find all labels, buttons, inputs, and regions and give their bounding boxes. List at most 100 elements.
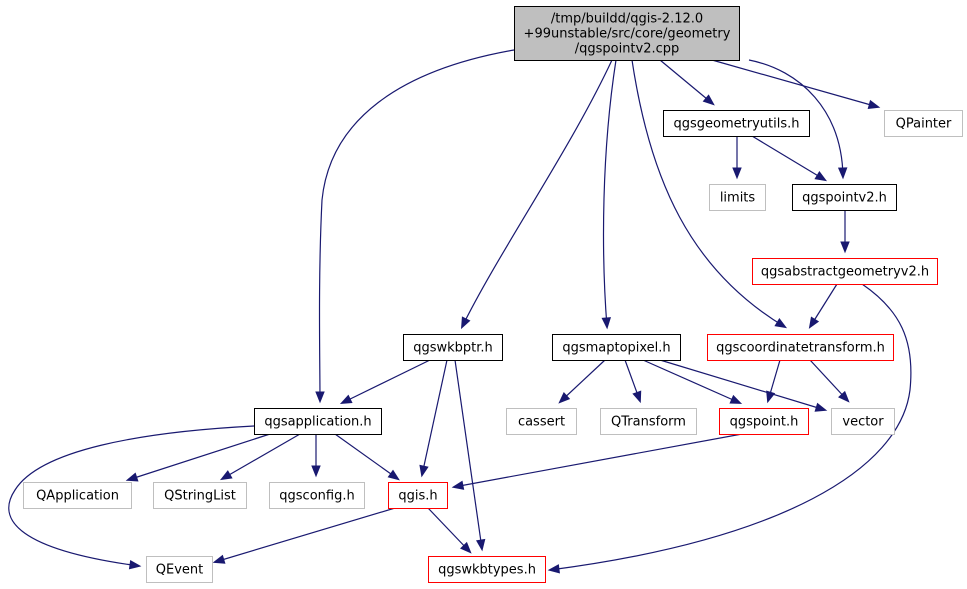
arrowhead-icon bbox=[451, 480, 465, 490]
node-label: qgsapplication.h bbox=[264, 415, 371, 430]
node-label: qgsconfig.h bbox=[279, 489, 354, 504]
edge-line bbox=[341, 359, 431, 404]
edge-qgsgeometryutils-to-qgspointv2 bbox=[751, 135, 828, 182]
arrowhead-icon bbox=[387, 469, 400, 481]
edge-qgspointv2-to-qgsabstractgeometryv2 bbox=[840, 210, 850, 254]
edge-qgsapplication-to-qapplication bbox=[125, 433, 271, 482]
edge-line bbox=[602, 59, 617, 328]
arrowhead-icon bbox=[460, 541, 472, 554]
node-qtransform[interactable]: QTransform bbox=[600, 408, 697, 435]
edge-qgsgeometryutils-to-limits bbox=[732, 136, 742, 180]
node-box bbox=[23, 482, 132, 509]
arrowhead-icon bbox=[547, 564, 560, 574]
edge-line bbox=[214, 507, 396, 563]
node-label: qgis.h bbox=[398, 489, 437, 504]
nodes-layer: /tmp/buildd/qgis-2.12.0+99unstable/src/c… bbox=[23, 6, 963, 583]
node-label: QApplication bbox=[36, 489, 119, 504]
node-box bbox=[146, 556, 213, 583]
edge-line bbox=[711, 59, 879, 108]
node-box bbox=[707, 334, 894, 361]
node-qgspointv2[interactable]: qgspointv2.h bbox=[792, 184, 897, 211]
node-box bbox=[663, 110, 810, 137]
arrowhead-icon bbox=[766, 390, 776, 404]
edge-qgscoordinatetransform-to-vector bbox=[809, 359, 850, 403]
edge-line bbox=[559, 359, 606, 403]
node-qgspoint[interactable]: qgspoint.h bbox=[719, 408, 809, 435]
edge-line bbox=[427, 507, 471, 553]
node-label: qgsabstractgeometryv2.h bbox=[761, 265, 929, 280]
edge-qgsapplication-to-qgsconfig bbox=[311, 434, 321, 478]
node-box bbox=[792, 184, 897, 211]
node-vector[interactable]: vector bbox=[831, 408, 895, 435]
edge-root-to-qgsmaptopixel bbox=[601, 59, 617, 330]
arrowhead-icon bbox=[601, 317, 611, 330]
node-qstringlist[interactable]: QStringList bbox=[153, 482, 247, 509]
node-label: qgscoordinatetransform.h bbox=[716, 341, 885, 356]
arrowhead-icon bbox=[632, 390, 642, 404]
node-label: QEvent bbox=[156, 563, 203, 578]
node-label: qgswkbptr.h bbox=[413, 341, 493, 356]
node-label: +99unstable/src/core/geometry bbox=[524, 27, 731, 42]
node-cassert[interactable]: cassert bbox=[506, 408, 577, 435]
arrowhead-icon bbox=[219, 470, 233, 481]
edge-root-to-qgscoordinatetransform bbox=[631, 59, 788, 329]
edge-qgswkbptr-to-qgswkbtypes bbox=[454, 359, 486, 552]
edge-root-to-qgsapplication bbox=[315, 49, 515, 404]
arrowhead-icon bbox=[729, 394, 743, 404]
arrowhead-icon bbox=[339, 394, 353, 404]
arrowhead-icon bbox=[212, 554, 226, 564]
edge-line bbox=[642, 359, 741, 404]
edge-qgsapplication-to-qevent bbox=[8, 425, 255, 570]
node-qevent[interactable]: QEvent bbox=[146, 556, 213, 583]
node-box bbox=[388, 482, 448, 509]
edge-qgsmaptopixel-to-cassert bbox=[558, 359, 606, 404]
node-qgsapplication[interactable]: qgsapplication.h bbox=[254, 408, 382, 435]
node-box bbox=[403, 334, 503, 361]
edge-qgsabstractgeometryv2-to-qgscoordinatetransform bbox=[808, 283, 838, 329]
node-label: qgspointv2.h bbox=[802, 191, 887, 206]
node-label: QTransform bbox=[611, 415, 686, 430]
node-qapplication[interactable]: QApplication bbox=[23, 482, 132, 509]
node-qgswkbptr[interactable]: qgswkbptr.h bbox=[403, 334, 503, 361]
node-label: limits bbox=[720, 191, 756, 206]
node-box bbox=[600, 408, 697, 435]
node-qgsmaptopixel[interactable]: qgsmaptopixel.h bbox=[552, 334, 681, 361]
node-label: /qgspointv2.cpp bbox=[575, 42, 680, 57]
node-box bbox=[514, 6, 740, 61]
node-qgscoordinatetransform[interactable]: qgscoordinatetransform.h bbox=[707, 334, 894, 361]
edge-qgswkbptr-to-qgis bbox=[419, 359, 448, 478]
node-label: cassert bbox=[518, 415, 565, 430]
node-box bbox=[831, 408, 895, 435]
edge-qgswkbptr-to-qgsapplication bbox=[339, 359, 431, 404]
node-label: qgspoint.h bbox=[730, 415, 799, 430]
edge-line bbox=[8, 425, 255, 567]
arrowhead-icon bbox=[732, 167, 742, 180]
node-qgis[interactable]: qgis.h bbox=[388, 482, 448, 509]
node-label: qgsmaptopixel.h bbox=[562, 341, 670, 356]
arrowhead-icon bbox=[702, 94, 715, 106]
edge-root-to-qpainter bbox=[711, 59, 881, 109]
edge-qgis-to-qevent bbox=[212, 507, 396, 564]
node-label: vector bbox=[842, 415, 884, 430]
node-label: qgswkbtypes.h bbox=[438, 563, 536, 578]
edge-line bbox=[659, 59, 714, 105]
node-box bbox=[552, 334, 681, 361]
edge-line bbox=[659, 359, 826, 411]
node-qgsgeometryutils[interactable]: qgsgeometryutils.h bbox=[663, 110, 810, 137]
edge-qgis-to-qgswkbtypes bbox=[427, 507, 472, 554]
node-box bbox=[269, 482, 365, 509]
edge-qgspoint-to-qgis bbox=[451, 433, 743, 490]
node-qgsconfig[interactable]: qgsconfig.h bbox=[269, 482, 365, 509]
node-label: QStringList bbox=[164, 489, 236, 504]
node-root[interactable]: /tmp/buildd/qgis-2.12.0+99unstable/src/c… bbox=[514, 6, 740, 61]
edge-line bbox=[748, 59, 844, 178]
edge-root-to-qgspointv2 bbox=[748, 59, 848, 180]
arrowhead-icon bbox=[125, 472, 139, 482]
node-qpainter[interactable]: QPainter bbox=[884, 110, 963, 137]
node-qgswkbtypes[interactable]: qgswkbtypes.h bbox=[428, 556, 546, 583]
node-qgsabstractgeometryv2[interactable]: qgsabstractgeometryv2.h bbox=[752, 258, 938, 285]
node-limits[interactable]: limits bbox=[709, 184, 766, 211]
arrowhead-icon bbox=[476, 538, 486, 552]
edge-root-to-qgsgeometryutils bbox=[659, 59, 715, 106]
